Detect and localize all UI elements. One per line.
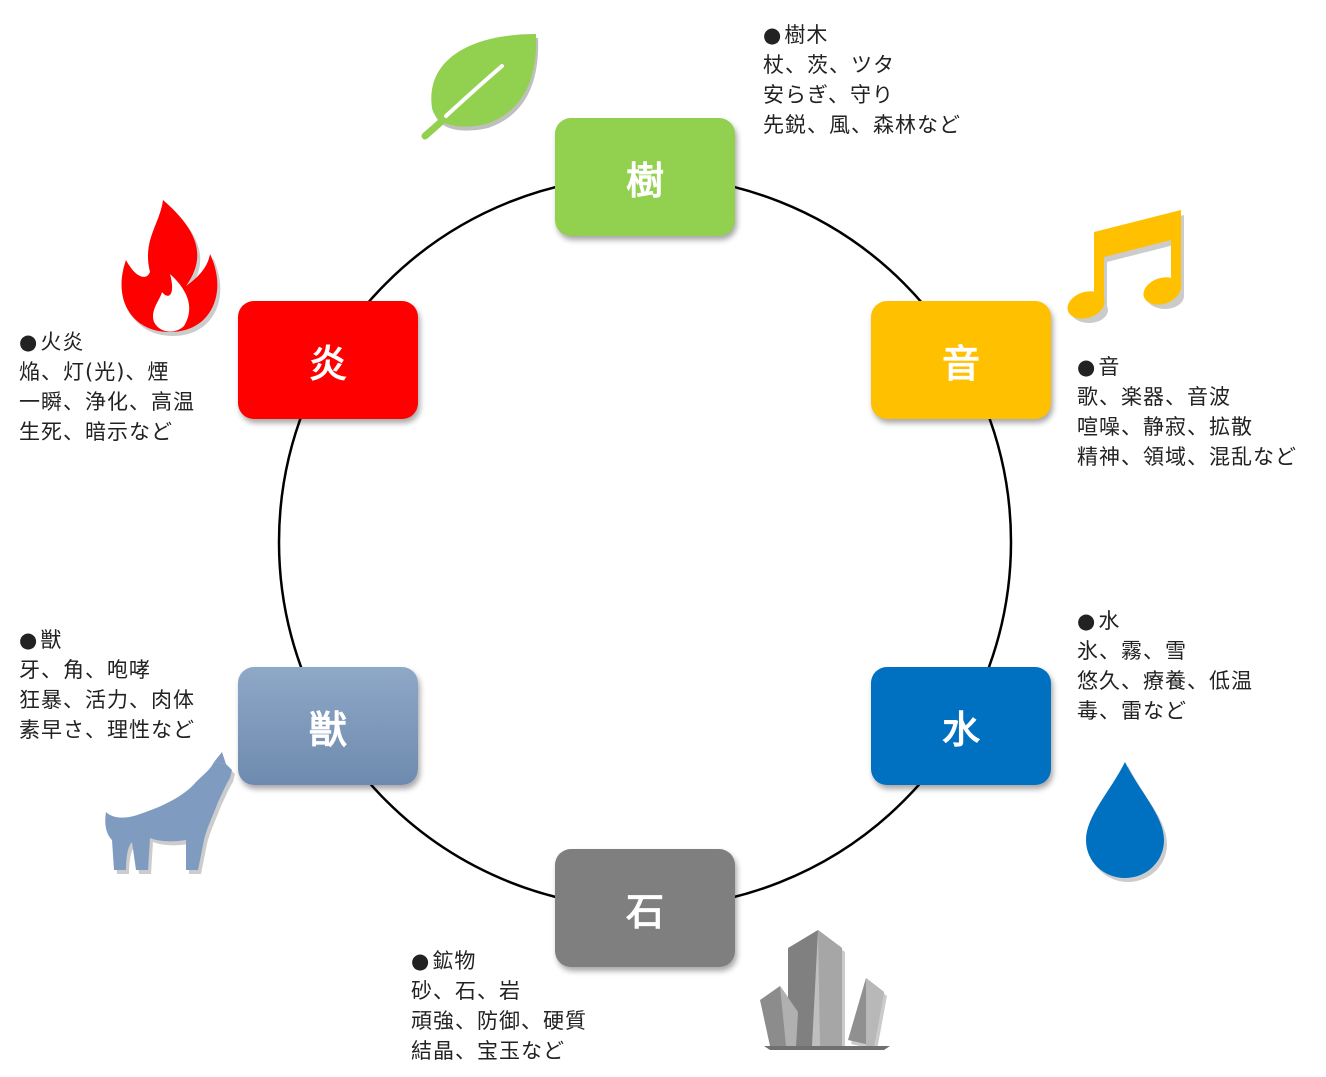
cycle-ring — [277, 174, 1013, 910]
node-tree: 樹 — [555, 118, 735, 236]
node-water-label: 水 — [941, 707, 980, 752]
node-sound-label: 音 — [941, 341, 980, 386]
description-sound-line: 歌、楽器、音波 — [1077, 385, 1231, 409]
crystal-icon — [760, 930, 890, 1050]
node-beast-label: 獣 — [308, 707, 347, 752]
node-beast: 獣 — [238, 667, 418, 785]
description-sound-title: 音 — [1077, 352, 1297, 382]
node-fire-label: 炎 — [308, 341, 347, 386]
description-sound-line: 精神、領域、混乱など — [1077, 445, 1297, 469]
description-beast-line: 素早さ、理性など — [19, 718, 195, 742]
flame-icon — [121, 200, 221, 336]
description-stone-line: 頑強、防御、硬質 — [411, 1009, 587, 1033]
description-fire: 火炎 焔、灯(光)、煙 一瞬、浄化、高温 生死、暗示など — [19, 327, 195, 447]
description-tree-line: 杖、茨、ツタ — [763, 53, 895, 77]
water-drop-icon — [1086, 762, 1167, 882]
description-fire-title: 火炎 — [19, 327, 195, 357]
description-water: 水 氷、霧、雪 悠久、療養、低温 毒、雷など — [1077, 606, 1253, 726]
description-sound-line: 喧噪、静寂、拡散 — [1077, 415, 1253, 439]
description-stone-title: 鉱物 — [411, 946, 587, 976]
description-fire-line: 生死、暗示など — [19, 420, 173, 444]
description-fire-line: 焔、灯(光)、煙 — [19, 360, 170, 384]
node-sound: 音 — [871, 301, 1051, 419]
description-tree-line: 先鋭、風、森林など — [763, 113, 961, 137]
description-water-line: 氷、霧、雪 — [1077, 639, 1187, 663]
description-stone: 鉱物 砂、石、岩 頑強、防御、硬質 結晶、宝玉など — [411, 946, 587, 1066]
description-water-line: 毒、雷など — [1077, 699, 1187, 723]
description-tree-line: 安らぎ、守り — [763, 83, 894, 107]
node-tree-label: 樹 — [625, 158, 664, 203]
music-note-icon — [1067, 210, 1184, 323]
description-beast-title: 獣 — [19, 625, 195, 655]
description-beast: 獣 牙、角、咆哮 狂暴、活力、肉体 素早さ、理性など — [19, 625, 195, 745]
description-tree-title: 樹木 — [763, 20, 961, 50]
description-water-line: 悠久、療養、低温 — [1077, 669, 1253, 693]
description-beast-line: 狂暴、活力、肉体 — [19, 688, 195, 712]
description-water-title: 水 — [1077, 606, 1253, 636]
description-stone-line: 砂、石、岩 — [411, 979, 521, 1003]
description-tree: 樹木 杖、茨、ツタ 安らぎ、守り 先鋭、風、森林など — [763, 20, 961, 140]
description-stone-line: 結晶、宝玉など — [411, 1039, 565, 1063]
leaf-icon — [421, 34, 537, 140]
node-stone-label: 石 — [625, 889, 664, 934]
node-stone: 石 — [555, 849, 735, 967]
wolf-icon — [105, 752, 235, 874]
node-water: 水 — [871, 667, 1051, 785]
description-beast-line: 牙、角、咆哮 — [19, 658, 151, 682]
node-fire: 炎 — [238, 301, 418, 419]
description-sound: 音 歌、楽器、音波 喧噪、静寂、拡散 精神、領域、混乱など — [1077, 352, 1297, 472]
description-fire-line: 一瞬、浄化、高温 — [19, 390, 195, 414]
